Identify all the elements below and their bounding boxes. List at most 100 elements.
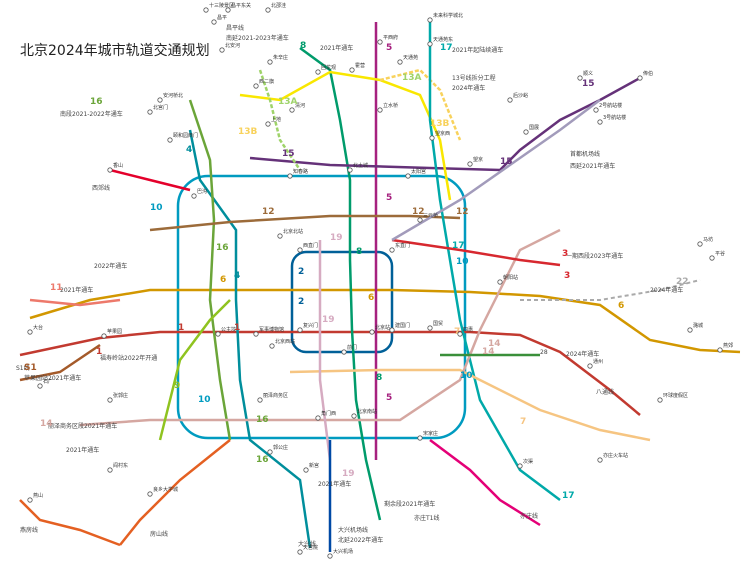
station-dot[interactable] xyxy=(327,553,333,559)
line-14-path[interactable] xyxy=(79,228,561,427)
station-label[interactable]: 石厂 xyxy=(43,379,53,385)
line-17-path[interactable] xyxy=(428,20,561,501)
station-label[interactable]: 军事博物馆 xyxy=(259,326,284,333)
station-dot[interactable] xyxy=(265,121,271,127)
station-dot[interactable] xyxy=(389,247,395,253)
station-label[interactable]: 安河桥北 xyxy=(163,92,183,99)
station-dot[interactable] xyxy=(225,7,231,13)
station-dot[interactable] xyxy=(709,255,715,261)
station-label[interactable]: 良乡大学城 xyxy=(153,486,178,493)
station-label[interactable]: 北土城 xyxy=(353,162,368,169)
station-dot[interactable] xyxy=(349,67,355,73)
station-label[interactable]: 十三陵景区 xyxy=(209,2,234,9)
line-number-badge[interactable]: 2 xyxy=(298,297,304,307)
line-19-path[interactable] xyxy=(318,240,332,461)
line-number-badge[interactable]: 3 xyxy=(564,271,570,281)
station-dot[interactable] xyxy=(523,129,529,135)
station-label[interactable]: 国展 xyxy=(529,125,539,131)
station-label[interactable]: 平西府 xyxy=(383,34,398,41)
line-number-badge[interactable]: 13B xyxy=(238,127,258,137)
station-dot[interactable] xyxy=(253,331,259,337)
station-label[interactable]: 2号航站楼 xyxy=(599,102,622,109)
line-number-badge[interactable]: 8 xyxy=(300,41,306,51)
fangshan-line-path[interactable] xyxy=(119,439,231,546)
station-label[interactable]: 通州 xyxy=(593,358,603,365)
station-label[interactable]: 霍营 xyxy=(355,62,365,69)
station-label[interactable]: 东直门 xyxy=(395,242,410,249)
station-label[interactable]: 大台 xyxy=(33,324,43,331)
station-label[interactable]: 马坊 xyxy=(703,236,713,243)
line-number-badge[interactable]: 13B xyxy=(430,119,450,129)
station-label[interactable]: 知春路 xyxy=(293,168,308,175)
station-dot[interactable] xyxy=(257,397,263,403)
station-label[interactable]: 四惠 xyxy=(463,326,473,333)
line-number-badge[interactable]: 5 xyxy=(386,393,392,403)
station-dot[interactable] xyxy=(657,397,663,403)
line-8-path[interactable] xyxy=(299,46,382,521)
station-label[interactable]: 巴沟 xyxy=(197,188,207,195)
line-number-badge[interactable]: 12 xyxy=(262,207,275,217)
line-number-badge[interactable]: 17 xyxy=(452,241,465,251)
station-dot[interactable] xyxy=(297,327,303,333)
line-number-badge[interactable]: 15 xyxy=(500,157,513,167)
station-dot[interactable] xyxy=(577,75,583,81)
station-dot[interactable] xyxy=(215,331,221,337)
station-label[interactable]: 角门西 xyxy=(321,410,336,417)
station-dot[interactable] xyxy=(341,349,347,355)
station-dot[interactable] xyxy=(203,7,209,13)
line-number-badge[interactable]: 9 xyxy=(174,381,180,391)
station-label[interactable]: 丽泽商务区 xyxy=(263,392,288,399)
station-dot[interactable] xyxy=(347,167,353,173)
line-number-badge[interactable]: 10 xyxy=(456,257,469,267)
line-number-badge[interactable]: 1 xyxy=(234,323,240,333)
line-number-badge[interactable]: 10 xyxy=(198,395,211,405)
station-dot[interactable] xyxy=(497,279,503,285)
station-label[interactable]: 亦庄火车站 xyxy=(603,452,628,459)
station-dot[interactable] xyxy=(369,329,375,335)
station-dot[interactable] xyxy=(27,497,33,503)
station-label[interactable]: 后沙峪 xyxy=(513,92,528,99)
station-dot[interactable] xyxy=(157,97,163,103)
station-dot[interactable] xyxy=(597,119,603,125)
line-number-badge[interactable]: 2 xyxy=(298,267,304,277)
station-dot[interactable] xyxy=(277,233,283,239)
station-dot[interactable] xyxy=(397,59,403,65)
line-number-badge[interactable]: 6 xyxy=(220,275,226,285)
line-number-badge[interactable]: 6 xyxy=(368,293,374,303)
line-9-path[interactable] xyxy=(158,299,231,441)
station-dot[interactable] xyxy=(429,135,435,141)
station-label[interactable]: 燕山 xyxy=(33,492,43,499)
line-number-badge[interactable]: 19 xyxy=(342,469,355,479)
station-label[interactable]: 北京站 xyxy=(375,324,390,331)
station-label[interactable]: 昌平 xyxy=(217,15,227,21)
station-label[interactable]: 西二旗 xyxy=(259,78,274,85)
line-number-badge[interactable]: 16 xyxy=(90,97,103,107)
station-dot[interactable] xyxy=(219,47,225,53)
line-12-path[interactable] xyxy=(149,214,461,232)
line-number-badge[interactable]: 14 xyxy=(482,347,495,357)
line-number-badge[interactable]: 15 xyxy=(582,79,595,89)
station-dot[interactable] xyxy=(107,467,113,473)
station-dot[interactable] xyxy=(593,107,599,113)
station-dot[interactable] xyxy=(315,69,321,75)
line-number-badge[interactable]: 13A xyxy=(278,97,298,107)
station-label[interactable]: 大兴机场 xyxy=(333,548,353,555)
line-number-badge[interactable]: 4 xyxy=(186,145,192,155)
station-dot[interactable] xyxy=(303,467,309,473)
station-dot[interactable] xyxy=(457,331,463,337)
yanfang-line-path[interactable] xyxy=(19,499,121,547)
line-number-badge[interactable]: 1 xyxy=(96,347,102,357)
station-label[interactable]: 立水桥 xyxy=(383,102,398,109)
airport-express-path[interactable] xyxy=(391,99,601,242)
line-number-badge[interactable]: 13A xyxy=(402,73,422,83)
station-label[interactable]: 3号航站楼 xyxy=(603,114,626,121)
station-label[interactable]: 新宫 xyxy=(309,462,319,469)
station-label[interactable]: 前门 xyxy=(347,344,357,351)
station-dot[interactable] xyxy=(687,327,693,333)
station-label[interactable]: 颐和园西门 xyxy=(173,132,198,139)
line-number-badge[interactable]: 16 xyxy=(256,455,269,465)
station-dot[interactable] xyxy=(167,137,173,143)
xijiao-line-path[interactable] xyxy=(109,168,191,192)
station-label[interactable]: 环球度假区 xyxy=(663,392,688,399)
station-dot[interactable] xyxy=(697,241,703,247)
